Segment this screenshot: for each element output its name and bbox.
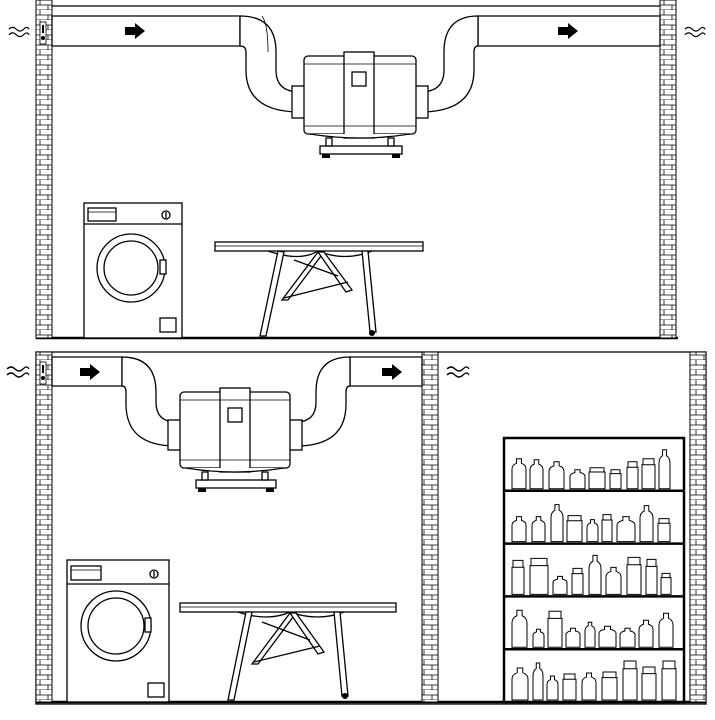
bottle	[511, 609, 528, 648]
drying-rack	[179, 602, 397, 701]
bottle	[529, 459, 544, 490]
jar	[547, 610, 563, 648]
bottle	[584, 621, 596, 648]
duct-seam	[261, 15, 269, 53]
jar	[609, 469, 622, 490]
bottle	[565, 627, 581, 648]
partition-wall	[421, 351, 439, 703]
scene-top	[8, 0, 706, 340]
shelf-items	[511, 449, 677, 701]
wavy-air-icon	[6, 366, 30, 378]
jar	[660, 572, 672, 595]
bottle	[605, 566, 622, 595]
duct-elbow-right	[295, 356, 351, 447]
unit-stand	[195, 479, 277, 489]
wavy-air-icon	[684, 26, 706, 38]
bottle	[552, 575, 568, 595]
jar	[622, 660, 638, 701]
jar	[601, 671, 618, 701]
sensor-icon	[39, 21, 47, 45]
bottle	[546, 675, 559, 701]
jar	[562, 673, 577, 701]
shelf-boards	[504, 489, 684, 651]
detergent-drawer	[87, 207, 117, 222]
wavy-air-icon	[8, 26, 30, 38]
bottle	[619, 627, 636, 648]
scene-bottom	[6, 351, 707, 705]
control-panel	[351, 71, 367, 87]
dehumidifier-unit	[167, 387, 303, 492]
left-wall	[35, 351, 53, 703]
duct-elbow-left	[239, 15, 301, 113]
bottle	[532, 628, 545, 648]
bottle	[550, 504, 564, 543]
jar	[529, 557, 549, 595]
jar	[571, 567, 584, 595]
pantry-shelf	[502, 436, 686, 704]
jar	[645, 558, 658, 595]
left-wall	[35, 0, 53, 339]
supply-duct-left	[51, 15, 241, 47]
bottle	[658, 449, 671, 490]
jar	[588, 467, 606, 490]
jar	[566, 515, 583, 543]
bottle	[511, 458, 527, 490]
bottle	[532, 662, 544, 701]
washing-machine	[83, 202, 183, 339]
filter-cover	[147, 682, 165, 698]
jar	[641, 666, 657, 701]
jar	[601, 514, 613, 543]
bottle	[638, 619, 654, 648]
jar	[641, 458, 656, 490]
duct-elbow-right	[419, 15, 479, 113]
right-wall	[689, 351, 707, 703]
drying-rack	[214, 241, 424, 337]
bottle	[581, 672, 597, 701]
bottle	[658, 612, 674, 648]
bottle	[639, 505, 654, 543]
washing-machine	[66, 559, 170, 703]
bottle	[548, 461, 565, 490]
unit-stand	[319, 145, 403, 155]
jar	[661, 660, 677, 701]
jar	[626, 556, 642, 595]
sensor-icon	[39, 361, 47, 385]
bottle	[586, 519, 599, 543]
wavy-air-icon	[446, 366, 470, 378]
bottle	[511, 667, 529, 701]
bottle	[511, 516, 527, 543]
bottle	[531, 516, 546, 543]
right-wall	[659, 0, 677, 339]
jar	[511, 559, 525, 595]
bottle	[569, 469, 586, 490]
jar	[626, 461, 639, 490]
control-panel	[227, 407, 243, 423]
detergent-drawer	[70, 565, 102, 581]
jar	[657, 518, 671, 543]
bottle	[598, 625, 617, 648]
dehumidifier-unit	[291, 51, 429, 158]
bottle	[616, 516, 636, 543]
filter-cover	[159, 317, 177, 333]
bottle	[588, 554, 602, 595]
